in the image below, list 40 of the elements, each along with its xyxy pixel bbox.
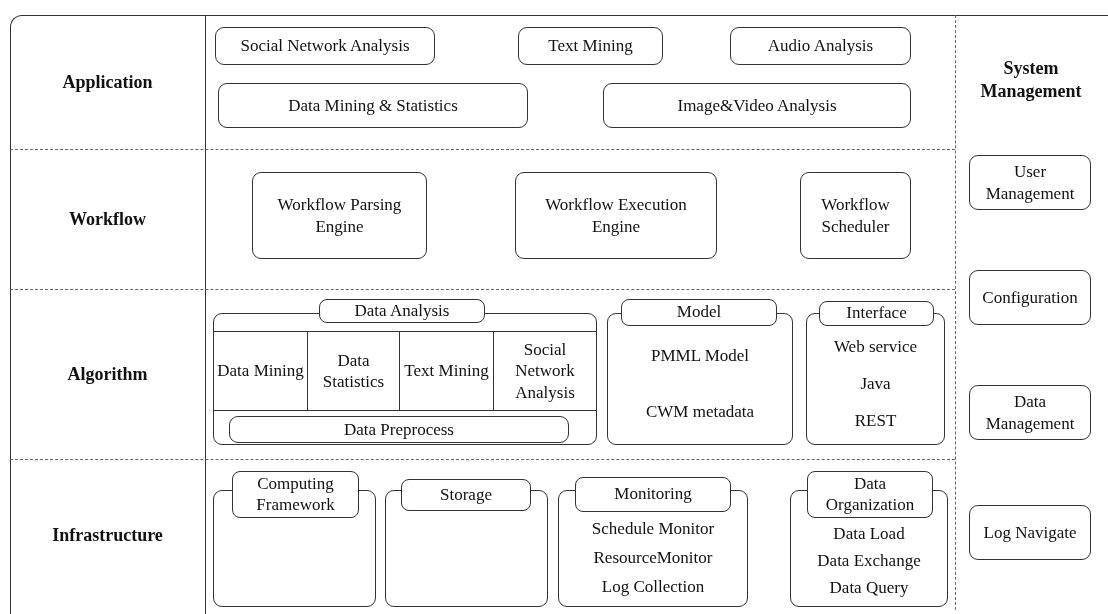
panel-heading: Data Organization [807, 471, 933, 518]
table-cell: Social Network Analysis [494, 331, 596, 411]
module-box: Log Navigate [969, 505, 1091, 560]
module-box: Image&Video Analysis [603, 83, 911, 128]
panel-heading: Data Analysis [319, 299, 485, 323]
layer-label: Workflow [68, 208, 147, 231]
module-box: Data Preprocess [229, 416, 569, 443]
panel-heading: Monitoring [575, 477, 731, 512]
module-box: Workflow Parsing Engine [252, 172, 427, 259]
item-label: REST [854, 411, 897, 432]
panel-heading: Storage [401, 479, 531, 511]
item-label: Log Collection [601, 577, 705, 598]
item-label: CWM metadata [645, 402, 755, 422]
item-label: ResourceMonitor [593, 548, 713, 568]
module-box: Configuration [969, 270, 1091, 325]
layer-label: Infrastructure [51, 523, 164, 547]
item-label: Data Exchange [817, 551, 921, 571]
item-label: PMML Model [650, 346, 750, 366]
module-box: User Management [969, 155, 1091, 210]
item-label: Web service [833, 336, 918, 357]
module-box: Social Network Analysis [215, 27, 435, 65]
module-box: Workflow Execution Engine [515, 172, 717, 259]
item-label: Schedule Monitor [591, 518, 715, 539]
column-heading: System Management [979, 57, 1083, 104]
item-label: Java [860, 374, 891, 394]
module-box: Workflow Scheduler [800, 172, 911, 259]
item-label: Data Query [829, 578, 909, 599]
module-box: Audio Analysis [730, 27, 911, 65]
panel-heading: Computing Framework [232, 471, 359, 518]
table-cell: Data Mining [214, 331, 308, 411]
module-box: Data Management [969, 385, 1091, 440]
table-cell: Text Mining [400, 331, 494, 411]
layer-label: Algorithm [66, 363, 149, 386]
panel-heading: Interface [819, 301, 934, 326]
module-box: Text Mining [518, 27, 663, 65]
panel-heading: Model [621, 299, 777, 326]
layer-label: Application [61, 70, 154, 94]
table-cell: Data Statistics [308, 331, 400, 411]
module-box: Data Mining & Statistics [218, 83, 528, 128]
item-label: Data Load [833, 523, 905, 544]
